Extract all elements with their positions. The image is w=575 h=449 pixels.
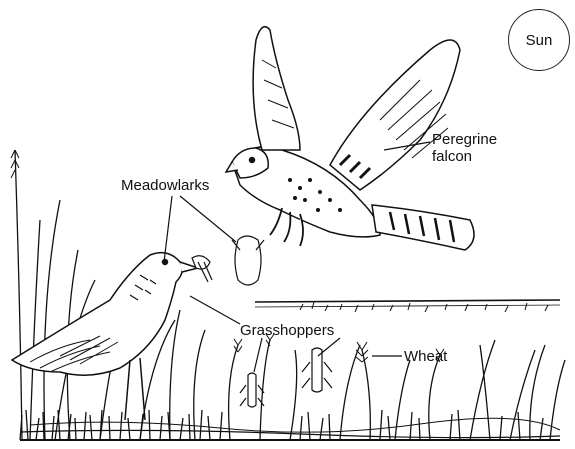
meadowlarks-label: Meadowlarks xyxy=(121,177,209,194)
falcon-label-line2: falcon xyxy=(432,148,497,165)
sun-icon: Sun xyxy=(508,9,570,71)
wheat-label: Wheat xyxy=(404,348,447,365)
falcon-label-line1: Peregrine xyxy=(432,131,497,148)
grasshoppers-label: Grasshoppers xyxy=(240,322,334,339)
peregrine-falcon-label: Peregrine falcon xyxy=(432,131,497,165)
sun-label: Sun xyxy=(526,32,553,49)
